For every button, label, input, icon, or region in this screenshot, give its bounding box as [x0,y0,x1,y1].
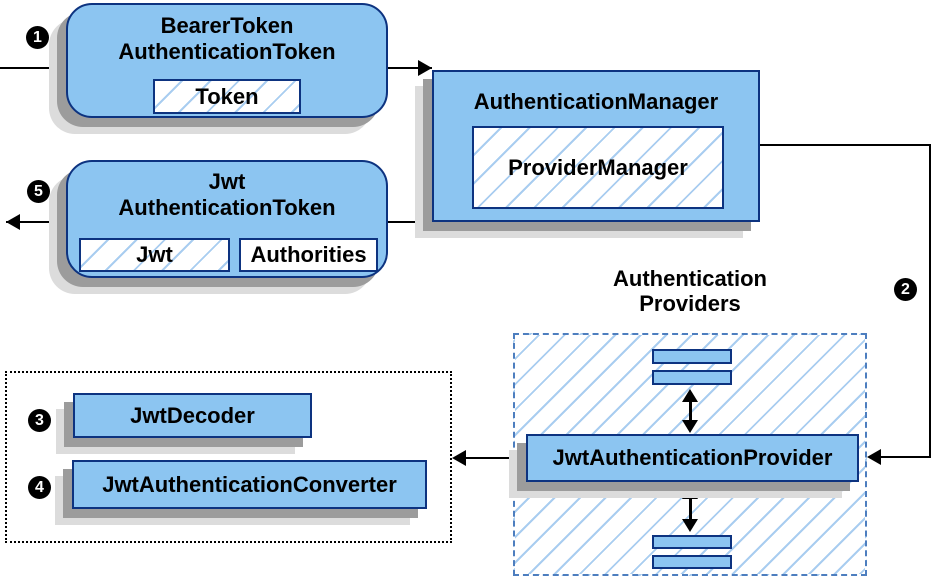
jwt-field-label: Jwt [136,242,173,267]
token-field: Token [153,79,301,114]
jwt-authentication-converter-title: JwtAuthenticationConverter [102,471,397,497]
step-badge-4: 4 [28,476,51,499]
bearer-token-authentication-token-node: BearerToken AuthenticationToken Token [66,3,388,118]
jwt-helpers-group [5,371,452,543]
jwt-authentication-provider-node: JwtAuthenticationProvider [526,434,859,482]
jwt-field: Jwt [79,238,230,272]
arrowhead-up-icon [682,486,698,499]
arrowhead-left-icon [452,450,466,466]
jwt-token-title-line1: Jwt [208,169,246,194]
jwt-token-title-line2: AuthenticationToken [118,195,336,220]
jwt-authentication-converter-node: JwtAuthenticationConverter [72,460,427,509]
step-badge-3: 3 [28,409,51,432]
jwt-authentication-provider-title: JwtAuthenticationProvider [552,445,833,470]
token-field-label: Token [195,83,259,109]
provider-placeholder-bar [652,535,732,549]
arrowhead-left-icon [867,449,881,465]
authentication-manager-node: AuthenticationManager ProviderManager [432,70,760,222]
double-arrow-line [689,495,692,523]
provider-placeholder-bar [652,370,732,385]
authentication-providers-label: Authentication Providers [565,266,815,316]
flow-line-step2-down [929,144,931,458]
jwt-authentication-token-node: Jwt AuthenticationToken Jwt Authorities [66,160,388,278]
provider-manager-field-label: ProviderManager [508,154,688,180]
step-badge-5: 5 [27,180,50,203]
authorities-field: Authorities [239,238,378,272]
bearer-token-title-line1: BearerToken [160,13,294,38]
bearer-token-title-line2: AuthenticationToken [118,39,336,64]
arrowhead-down-icon [682,519,698,532]
step-badge-1: 1 [26,26,49,49]
flow-line-step2-top [760,144,931,146]
arrowhead-up-icon [682,389,698,402]
provider-placeholder-bar [652,555,732,569]
authentication-manager-title: AuthenticationManager [473,89,719,114]
flow-line-step3 [462,457,514,459]
double-arrow-line [689,398,692,426]
jwt-decoder-title: JwtDecoder [130,402,255,428]
authentication-providers-label-line1: Authentication [613,266,767,291]
provider-placeholder-bar [652,349,732,364]
authentication-providers-label-line2: Providers [639,291,741,316]
step-badge-2: 2 [894,278,917,301]
jwt-decoder-node: JwtDecoder [73,393,312,438]
arrowhead-right-icon [418,60,432,76]
authorities-field-label: Authorities [250,242,367,267]
arrowhead-left-icon [6,214,20,230]
arrowhead-down-icon [682,420,698,433]
flow-line-step2-in [876,456,930,458]
provider-manager-field: ProviderManager [472,126,724,209]
